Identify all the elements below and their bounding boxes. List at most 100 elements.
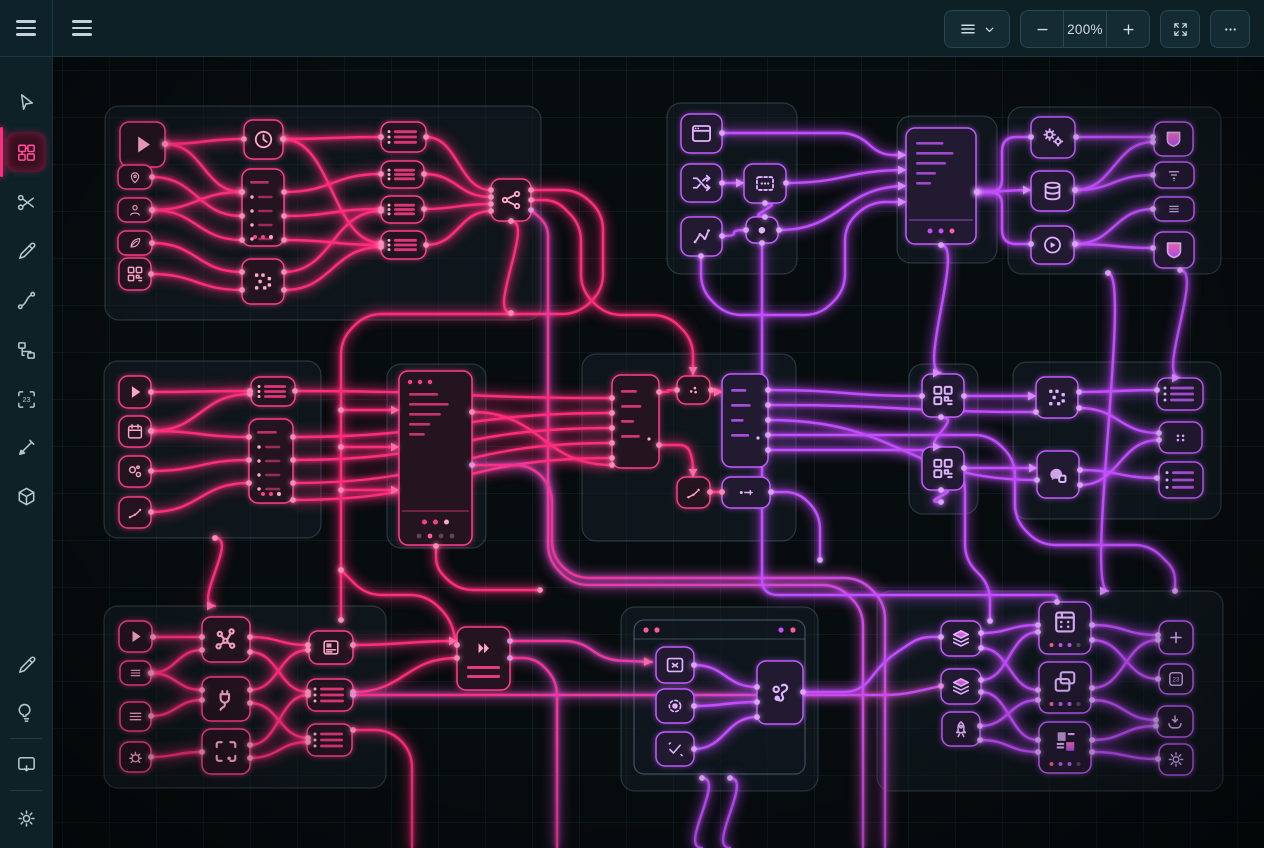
- port[interactable]: [281, 213, 287, 219]
- port[interactable]: [1105, 270, 1111, 276]
- port[interactable]: [421, 171, 427, 177]
- port[interactable]: [246, 480, 252, 486]
- zoom-level[interactable]: 200%: [1063, 11, 1107, 47]
- port[interactable]: [978, 689, 984, 695]
- port[interactable]: [1077, 467, 1083, 473]
- port[interactable]: [919, 393, 925, 399]
- port[interactable]: [719, 180, 725, 186]
- port[interactable]: [239, 189, 245, 195]
- port[interactable]: [609, 455, 615, 461]
- node-list[interactable]: [380, 230, 427, 260]
- node-chevlines[interactable]: [456, 626, 511, 691]
- port[interactable]: [609, 462, 615, 468]
- port[interactable]: [239, 287, 245, 293]
- port[interactable]: [290, 457, 296, 463]
- port[interactable]: [1150, 172, 1156, 178]
- port[interactable]: [148, 754, 154, 760]
- port[interactable]: [423, 242, 429, 248]
- port[interactable]: [150, 634, 156, 640]
- node-calgrid[interactable]: [1038, 601, 1092, 655]
- port[interactable]: [241, 136, 247, 142]
- node-list[interactable]: [1158, 461, 1204, 499]
- port[interactable]: [719, 233, 725, 239]
- port[interactable]: [719, 130, 725, 136]
- node-check[interactable]: [655, 731, 695, 767]
- port[interactable]: [754, 699, 760, 705]
- node-list[interactable]: [380, 160, 425, 189]
- port[interactable]: [765, 402, 771, 408]
- port[interactable]: [776, 227, 782, 233]
- port[interactable]: [350, 642, 356, 648]
- node-doc[interactable]: [308, 630, 354, 665]
- sidebar-item-settings-tool[interactable]: [6, 798, 46, 838]
- port[interactable]: [305, 642, 311, 648]
- node-notes[interactable]: [676, 476, 711, 509]
- port[interactable]: [1077, 482, 1083, 488]
- port[interactable]: [421, 206, 427, 212]
- sidebar-item-package-tool[interactable]: [6, 476, 46, 516]
- node-clock[interactable]: [243, 119, 284, 160]
- port[interactable]: [148, 271, 154, 277]
- port[interactable]: [239, 237, 245, 243]
- sidebar-item-frame-tool[interactable]: 23: [6, 379, 46, 419]
- node-docsplit[interactable]: [1038, 721, 1092, 774]
- port[interactable]: [754, 684, 760, 690]
- node-organic[interactable]: [756, 660, 804, 725]
- port[interactable]: [1028, 241, 1034, 247]
- port[interactable]: [239, 269, 245, 275]
- port[interactable]: [488, 187, 494, 193]
- port[interactable]: [350, 727, 356, 733]
- port[interactable]: [378, 134, 384, 140]
- sidebar-item-export-tool[interactable]: [6, 744, 46, 784]
- zoom-in-button[interactable]: [1107, 11, 1149, 47]
- port[interactable]: [1035, 697, 1041, 703]
- port[interactable]: [609, 395, 615, 401]
- port[interactable]: [247, 742, 253, 748]
- node-burger[interactable]: [1153, 196, 1195, 222]
- port[interactable]: [199, 749, 205, 755]
- port[interactable]: [338, 444, 344, 450]
- port[interactable]: [338, 567, 344, 573]
- node-dotgrid[interactable]: [241, 258, 285, 305]
- port[interactable]: [305, 647, 311, 653]
- sidebar-item-edit-tool[interactable]: [6, 231, 46, 271]
- node-play[interactable]: [119, 121, 166, 168]
- node-list[interactable]: [380, 195, 425, 224]
- port[interactable]: [528, 207, 534, 213]
- zoom-out-button[interactable]: [1021, 11, 1063, 47]
- app-menu-button[interactable]: [0, 0, 53, 57]
- port[interactable]: [149, 240, 155, 246]
- port[interactable]: [1035, 622, 1041, 628]
- port[interactable]: [754, 714, 760, 720]
- port[interactable]: [508, 310, 514, 316]
- port[interactable]: [707, 489, 713, 495]
- port[interactable]: [938, 683, 944, 689]
- port[interactable]: [762, 200, 768, 206]
- node-burger[interactable]: [119, 701, 152, 732]
- port[interactable]: [199, 687, 205, 693]
- port[interactable]: [1033, 409, 1039, 415]
- node-gears[interactable]: [1030, 116, 1076, 159]
- node-dotgrid[interactable]: [1035, 376, 1079, 419]
- port[interactable]: [691, 703, 697, 709]
- node-playcircle[interactable]: [1030, 225, 1075, 265]
- node-burger[interactable]: [119, 660, 152, 686]
- port[interactable]: [1072, 241, 1078, 247]
- port[interactable]: [247, 687, 253, 693]
- node-plug[interactable]: [201, 676, 251, 722]
- port[interactable]: [609, 440, 615, 446]
- port[interactable]: [281, 237, 287, 243]
- port[interactable]: [247, 391, 253, 397]
- node-qr[interactable]: [118, 257, 152, 291]
- port[interactable]: [1155, 756, 1161, 762]
- port[interactable]: [656, 442, 662, 448]
- port[interactable]: [1153, 717, 1159, 723]
- port[interactable]: [1035, 737, 1041, 743]
- node-gear[interactable]: [1158, 743, 1194, 776]
- port[interactable]: [305, 692, 311, 698]
- port[interactable]: [727, 775, 733, 781]
- node-tridots[interactable]: [676, 375, 711, 405]
- sidebar-item-nodes-tool[interactable]: [6, 132, 46, 172]
- port[interactable]: [800, 689, 806, 695]
- port[interactable]: [1155, 632, 1161, 638]
